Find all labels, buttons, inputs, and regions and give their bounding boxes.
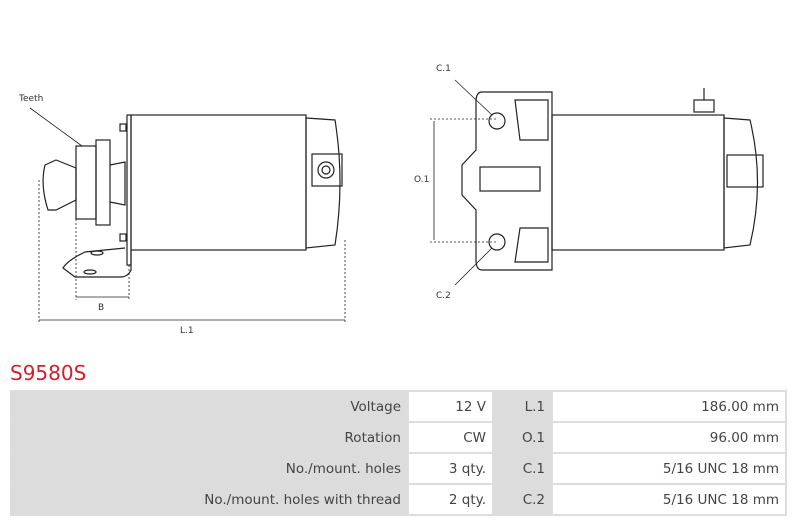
hole-c1 [488, 112, 506, 130]
terminal-nut [311, 153, 343, 187]
table-row: Voltage 12 V L.1 186.00 mm [12, 392, 785, 421]
spec-value: 2 qty. [409, 485, 492, 514]
dim-code: O.1 [494, 423, 551, 452]
dim-value: 186.00 mm [553, 392, 785, 421]
product-code: S9580S [10, 361, 87, 385]
mounting-flange [461, 91, 553, 271]
pinion-teeth [75, 145, 97, 220]
table-row: No./mount. holes with thread 2 qty. C.2 … [12, 485, 785, 514]
b-dimension-label: B [98, 303, 104, 313]
terminal-stud [693, 99, 715, 113]
spec-label: Rotation [12, 423, 407, 452]
spec-value: 3 qty. [409, 454, 492, 483]
hole-c2 [488, 233, 506, 251]
dim-code: C.2 [494, 485, 551, 514]
dim-code: C.1 [494, 454, 551, 483]
pinion-flange [95, 139, 111, 226]
end-cap [305, 117, 341, 249]
technical-drawing: Teeth B L.1 C.1 C.2 O.1 [18, 64, 764, 336]
spec-label: Voltage [12, 392, 407, 421]
l1-dimension-label: L.1 [180, 326, 194, 336]
table-row: No./mount. holes 3 qty. C.1 5/16 UNC 18 … [12, 454, 785, 483]
side-view-drawing [29, 107, 346, 322]
spec-value: 12 V [409, 392, 492, 421]
o1-label: O.1 [414, 175, 429, 185]
drive-shaft [42, 159, 77, 211]
dim-value: 96.00 mm [553, 423, 785, 452]
dim-code: L.1 [494, 392, 551, 421]
motor-body [130, 114, 307, 251]
spec-label: No./mount. holes [12, 454, 407, 483]
c2-label: C.2 [436, 291, 451, 301]
c1-label: C.1 [436, 64, 451, 74]
spec-label: No./mount. holes with thread [12, 485, 407, 514]
spec-value: CW [409, 423, 492, 452]
dim-value: 5/16 UNC 18 mm [553, 485, 785, 514]
spec-table: Voltage 12 V L.1 186.00 mm Rotation CW O… [10, 390, 787, 516]
teeth-label: Teeth [18, 94, 43, 104]
motor-body-front [551, 114, 725, 251]
table-row: Rotation CW O.1 96.00 mm [12, 423, 785, 452]
front-view-drawing [430, 79, 764, 286]
dim-value: 5/16 UNC 18 mm [553, 454, 785, 483]
